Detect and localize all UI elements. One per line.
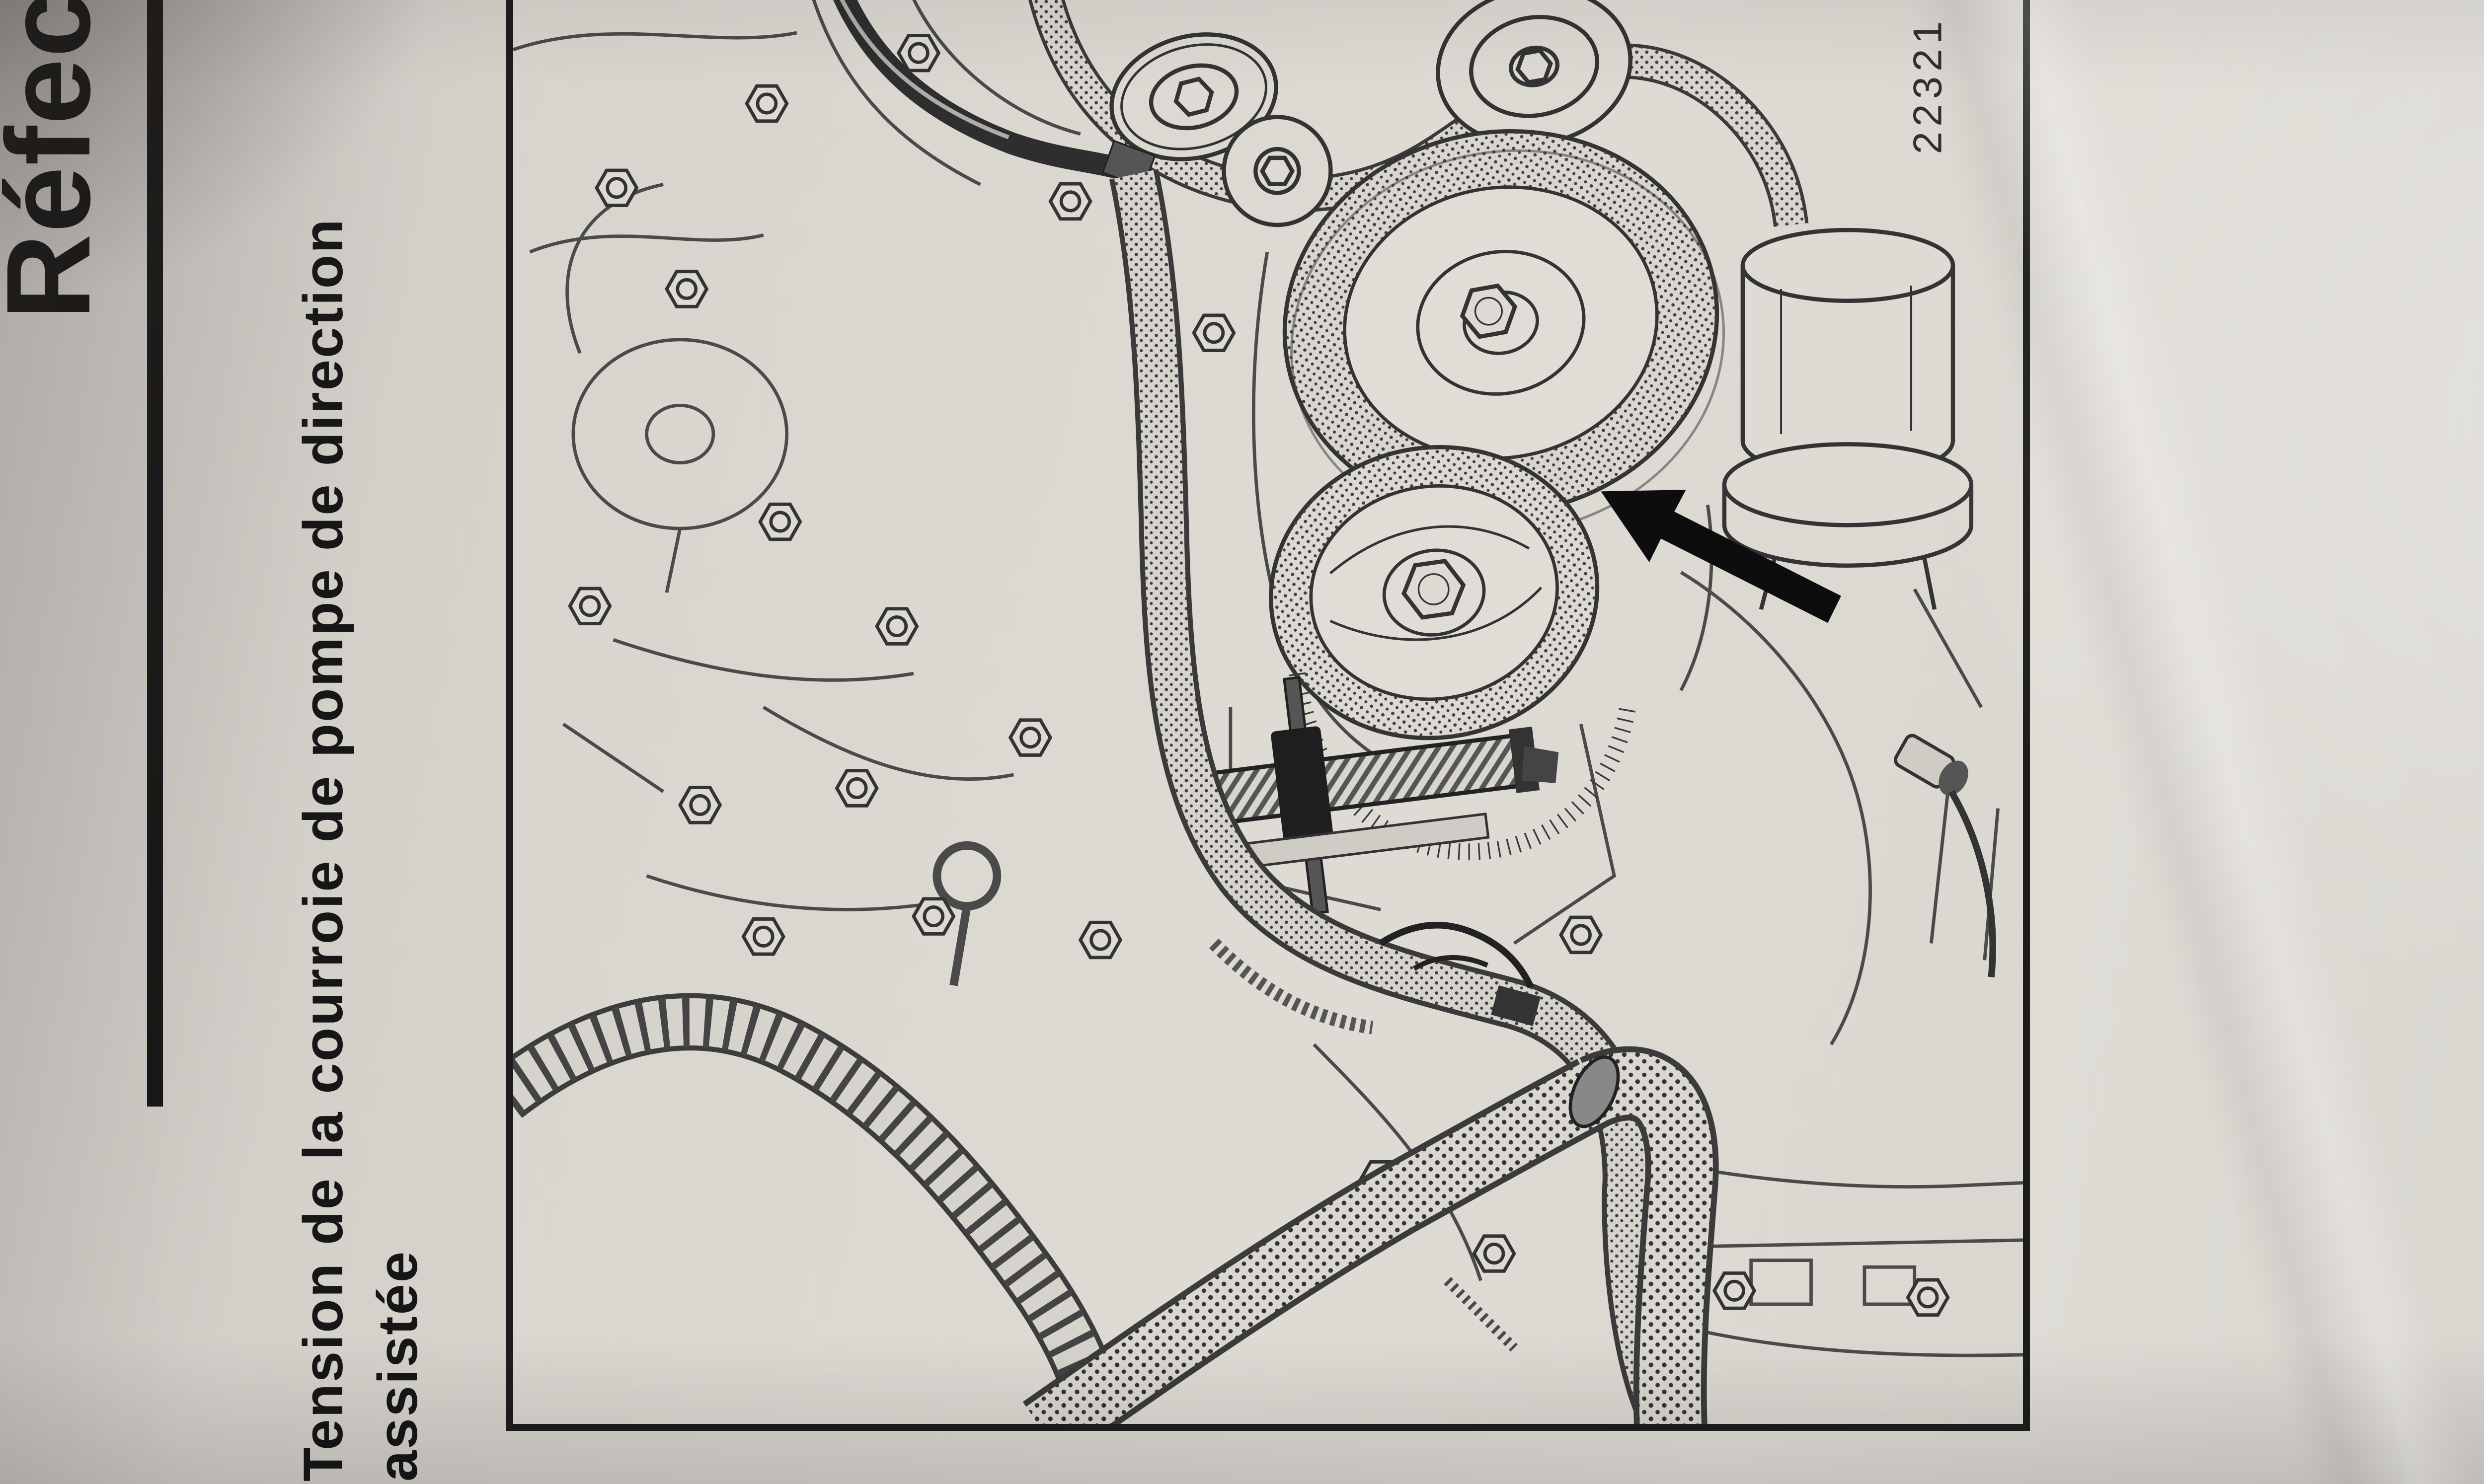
hex-bolts — [568, 33, 1950, 1317]
figure-frame: 22321 — [506, 0, 2030, 1431]
pump-lower-pulley — [1269, 445, 1600, 741]
belt-tension-gauge-tool — [1197, 676, 1559, 915]
page-heading: Réfecti — [0, 0, 115, 320]
power-steering-pump-pulley — [1282, 129, 1725, 535]
engine-block-right — [1664, 505, 2023, 1357]
idler-pulleys — [1109, 0, 1632, 227]
reservoir-cylinder — [1722, 227, 1974, 610]
figure-number: 22321 — [1906, 16, 1950, 154]
section-title-line1: Tension de la courroie de pompe de direc… — [292, 218, 354, 1482]
section-title-line2: assistée — [367, 1250, 429, 1482]
section-rule — [147, 0, 163, 1107]
figure-illustration: 22321 — [513, 0, 2023, 1424]
hoses — [513, 0, 1719, 1424]
wiring — [1209, 921, 1541, 1035]
indicator-arrow — [1601, 490, 1841, 623]
